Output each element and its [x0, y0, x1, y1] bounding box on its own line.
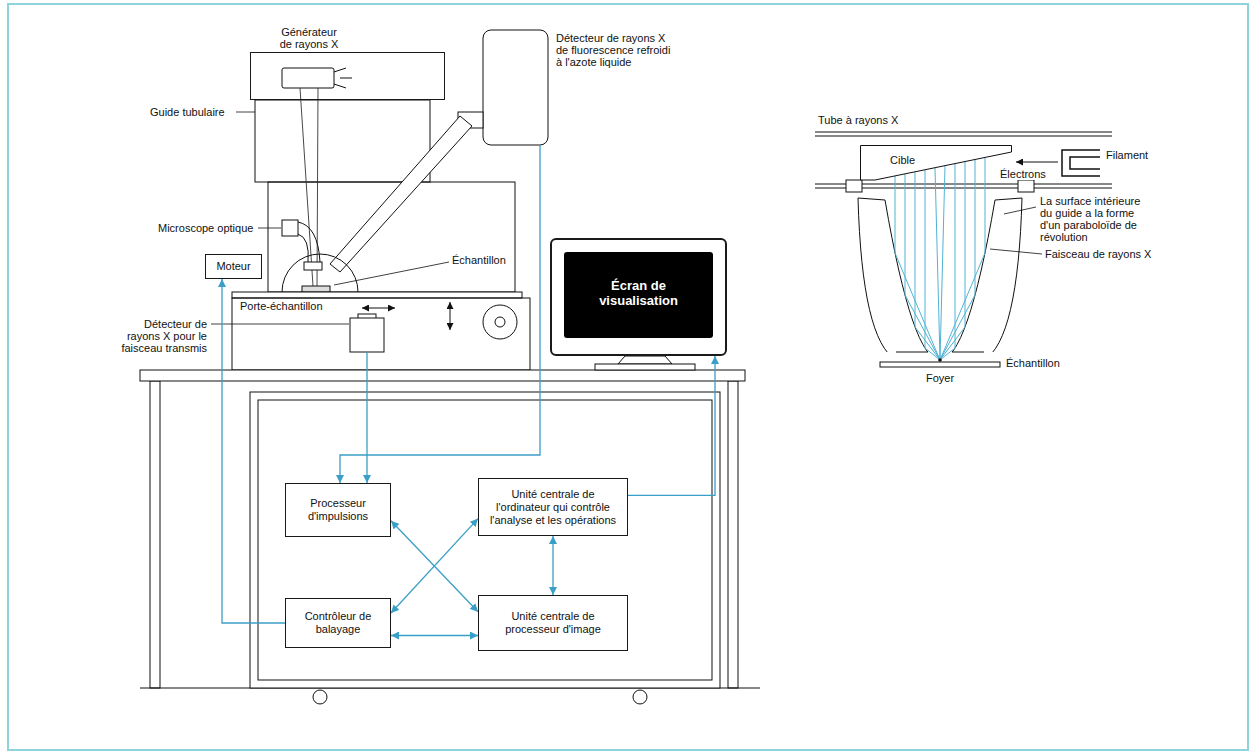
box-label: Contrôleur de balayage	[292, 610, 384, 636]
part-label: Guide tubulaire	[150, 106, 225, 118]
monitor-foot	[595, 364, 695, 370]
guide-flange	[846, 180, 862, 192]
leader-line	[334, 262, 449, 285]
guide-flange	[1018, 180, 1034, 192]
electron-arrow	[1016, 161, 1058, 162]
scan-controller-box: Contrôleur de balayage	[285, 598, 391, 648]
part-label: Détecteur de rayons X de fluorescence re…	[556, 32, 679, 68]
box-label: Unité centrale de processeur d'image	[485, 610, 621, 636]
table-leg	[728, 381, 738, 688]
part-label: Faisceau de rayons X	[1045, 248, 1151, 260]
part-label: Échantillon	[1006, 357, 1060, 369]
filament-symbol	[1062, 150, 1100, 176]
x-ray	[940, 166, 945, 360]
part-label: Porte-échantillon	[240, 300, 323, 312]
signal-connector	[391, 635, 478, 636]
x-ray-target: Cible	[860, 145, 1012, 181]
leader-line	[1004, 207, 1036, 214]
guide-wall	[858, 198, 940, 352]
pulse-processor-box: Processeur d'impulsions	[285, 483, 391, 537]
sample-holder-plate	[232, 292, 522, 298]
fluorescence-detector	[483, 30, 548, 145]
x-ray-rays	[895, 158, 985, 360]
part-label: Tube à rayons X	[818, 114, 898, 126]
part-label: Électrons	[1000, 168, 1046, 180]
signal-connector	[391, 519, 478, 613]
tube-wall	[815, 132, 1112, 133]
guide-wall	[940, 198, 1022, 352]
x-ray	[905, 174, 940, 360]
screen-text: Écran de visualisation	[589, 278, 689, 308]
x-ray-generator: Générateur de rayons X	[250, 52, 445, 100]
target-shape	[860, 145, 1012, 181]
x-motion-arrow	[362, 308, 395, 309]
transmitted-beam-detector	[350, 318, 384, 352]
target-outline	[861, 146, 1012, 181]
x-ray	[895, 176, 940, 360]
signal-wire	[366, 352, 367, 483]
cabinet-inner-frame	[258, 400, 712, 680]
x-ray	[935, 168, 940, 360]
table-top	[140, 370, 745, 381]
part-label: Échantillon	[452, 254, 506, 266]
electronics-cabinet	[250, 392, 720, 688]
monitor-neck	[618, 356, 672, 364]
box-label: Unité centrale de l'ordinateur qui contr…	[485, 488, 621, 527]
microscope-body	[298, 222, 320, 262]
signal-wire	[340, 145, 540, 483]
leader-line	[211, 324, 349, 325]
microscope-objective	[304, 262, 322, 270]
figure-frame	[8, 4, 1248, 750]
signal-connector	[552, 536, 553, 595]
drive-wheel	[483, 305, 517, 339]
sample-plate	[880, 362, 1000, 367]
microscope-eyepiece	[282, 220, 298, 236]
tube-wall	[815, 136, 1112, 137]
x-ray	[940, 160, 975, 360]
stage-housing	[232, 298, 530, 370]
box-label: Moteur	[216, 260, 250, 273]
target-label: Cible	[890, 154, 915, 167]
tubular-guide-housing	[255, 100, 430, 182]
leader-line	[990, 249, 1042, 254]
leader-line	[258, 228, 281, 229]
part-label: La surface intérieure du guide a la form…	[1040, 195, 1148, 243]
caster-wheel	[633, 690, 647, 704]
x-ray-tube	[282, 68, 334, 88]
y-motion-arrow	[450, 302, 451, 330]
caster-wheel	[313, 690, 327, 704]
display-screen: Écran de visualisation	[550, 238, 727, 356]
screen-glass: Écran de visualisation	[564, 252, 713, 338]
focus-point	[938, 358, 942, 362]
part-label: Filament	[1106, 149, 1148, 161]
part-label: Détecteur de rayons X pour le faisceau t…	[115, 318, 207, 354]
x-ray-beam	[300, 88, 318, 286]
leader-line	[236, 112, 255, 113]
paraboloid-guide	[858, 198, 1022, 352]
tube-electrode	[334, 68, 352, 88]
wheel-hub	[495, 317, 505, 327]
table-leg	[150, 381, 160, 688]
detector-arm	[330, 116, 472, 272]
x-ray	[940, 158, 985, 360]
part-label: Microscope optique	[158, 222, 253, 234]
generator-title: Générateur de rayons X	[276, 26, 342, 50]
guide-wall-edge	[952, 352, 984, 353]
signal-connector	[628, 356, 715, 495]
computer-cpu-box: Unité centrale de l'ordinateur qui contr…	[478, 478, 628, 536]
sample	[302, 286, 330, 292]
image-processor-box: Unité centrale de processeur d'image	[478, 595, 628, 651]
signal-connector	[222, 279, 285, 623]
motor-box: Moteur	[205, 254, 262, 279]
guide-wall-edge	[896, 352, 928, 353]
part-label: Foyer	[926, 372, 954, 384]
box-label: Processeur d'impulsions	[292, 497, 384, 523]
